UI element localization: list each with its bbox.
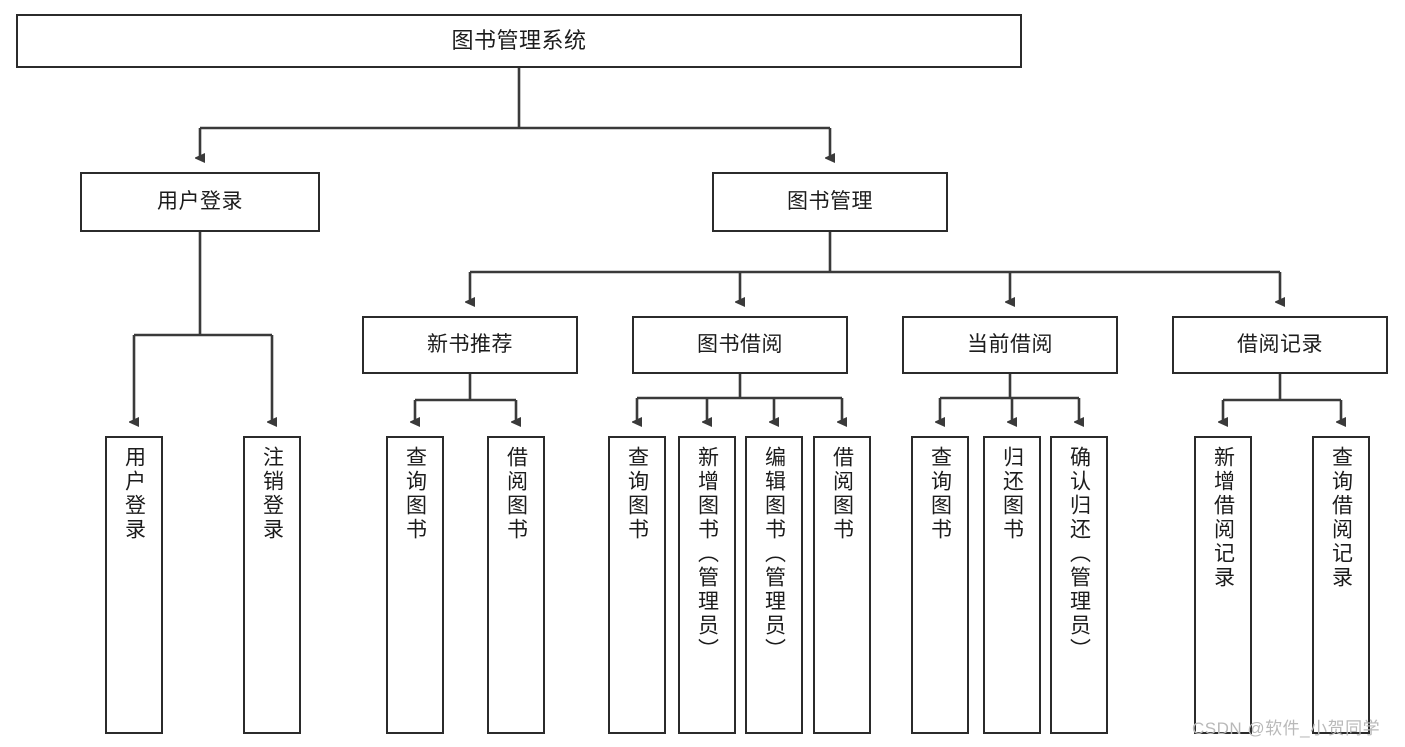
node-new-book-recommend[interactable]: 新书推荐 — [362, 316, 578, 374]
node-leaf-query-book-2[interactable]: 查询图书 — [608, 436, 666, 734]
node-leaf-query-book-1[interactable]: 查询图书 — [386, 436, 444, 734]
node-leaf-borrow-book-1-label: 借阅图书 — [504, 446, 528, 542]
node-leaf-add-book-admin-label: 新增图书（管理员） — [695, 446, 719, 662]
node-leaf-query-record[interactable]: 查询借阅记录 — [1312, 436, 1370, 734]
node-leaf-borrow-book-1[interactable]: 借阅图书 — [487, 436, 545, 734]
node-leaf-logout-label: 注销登录 — [260, 446, 284, 542]
node-root[interactable]: 图书管理系统 — [16, 14, 1022, 68]
node-leaf-return-book[interactable]: 归还图书 — [983, 436, 1041, 734]
node-user-login-label: 用户登录 — [157, 189, 243, 213]
node-borrow-record[interactable]: 借阅记录 — [1172, 316, 1388, 374]
node-book-management[interactable]: 图书管理 — [712, 172, 948, 232]
node-leaf-query-book-3-label: 查询图书 — [928, 446, 952, 542]
node-leaf-query-book-3[interactable]: 查询图书 — [911, 436, 969, 734]
node-leaf-user-login[interactable]: 用户登录 — [105, 436, 163, 734]
node-leaf-borrow-book-2-label: 借阅图书 — [830, 446, 854, 542]
node-leaf-confirm-return[interactable]: 确认归还（管理员） — [1050, 436, 1108, 734]
node-user-login[interactable]: 用户登录 — [80, 172, 320, 232]
node-leaf-add-record-label: 新增借阅记录 — [1211, 446, 1235, 590]
node-leaf-borrow-book-2[interactable]: 借阅图书 — [813, 436, 871, 734]
node-leaf-confirm-return-label: 确认归还（管理员） — [1067, 446, 1091, 662]
node-leaf-edit-book-admin[interactable]: 编辑图书（管理员） — [745, 436, 803, 734]
node-new-book-recommend-label: 新书推荐 — [427, 332, 513, 356]
node-leaf-add-book-admin[interactable]: 新增图书（管理员） — [678, 436, 736, 734]
node-leaf-query-record-label: 查询借阅记录 — [1329, 446, 1353, 590]
node-leaf-edit-book-admin-label: 编辑图书（管理员） — [762, 446, 786, 662]
node-leaf-return-book-label: 归还图书 — [1000, 446, 1024, 542]
node-book-borrow[interactable]: 图书借阅 — [632, 316, 848, 374]
node-book-borrow-label: 图书借阅 — [697, 332, 783, 356]
csdn-watermark: CSDN @软件_小贺同学 — [1192, 719, 1381, 738]
node-current-borrow-label: 当前借阅 — [967, 332, 1053, 356]
node-root-label: 图书管理系统 — [451, 28, 587, 54]
node-book-management-label: 图书管理 — [787, 189, 873, 213]
node-leaf-add-record[interactable]: 新增借阅记录 — [1194, 436, 1252, 734]
node-leaf-logout[interactable]: 注销登录 — [243, 436, 301, 734]
node-borrow-record-label: 借阅记录 — [1237, 332, 1323, 356]
node-current-borrow[interactable]: 当前借阅 — [902, 316, 1118, 374]
node-leaf-user-login-label: 用户登录 — [122, 446, 146, 542]
node-leaf-query-book-2-label: 查询图书 — [625, 446, 649, 542]
node-leaf-query-book-1-label: 查询图书 — [403, 446, 427, 542]
